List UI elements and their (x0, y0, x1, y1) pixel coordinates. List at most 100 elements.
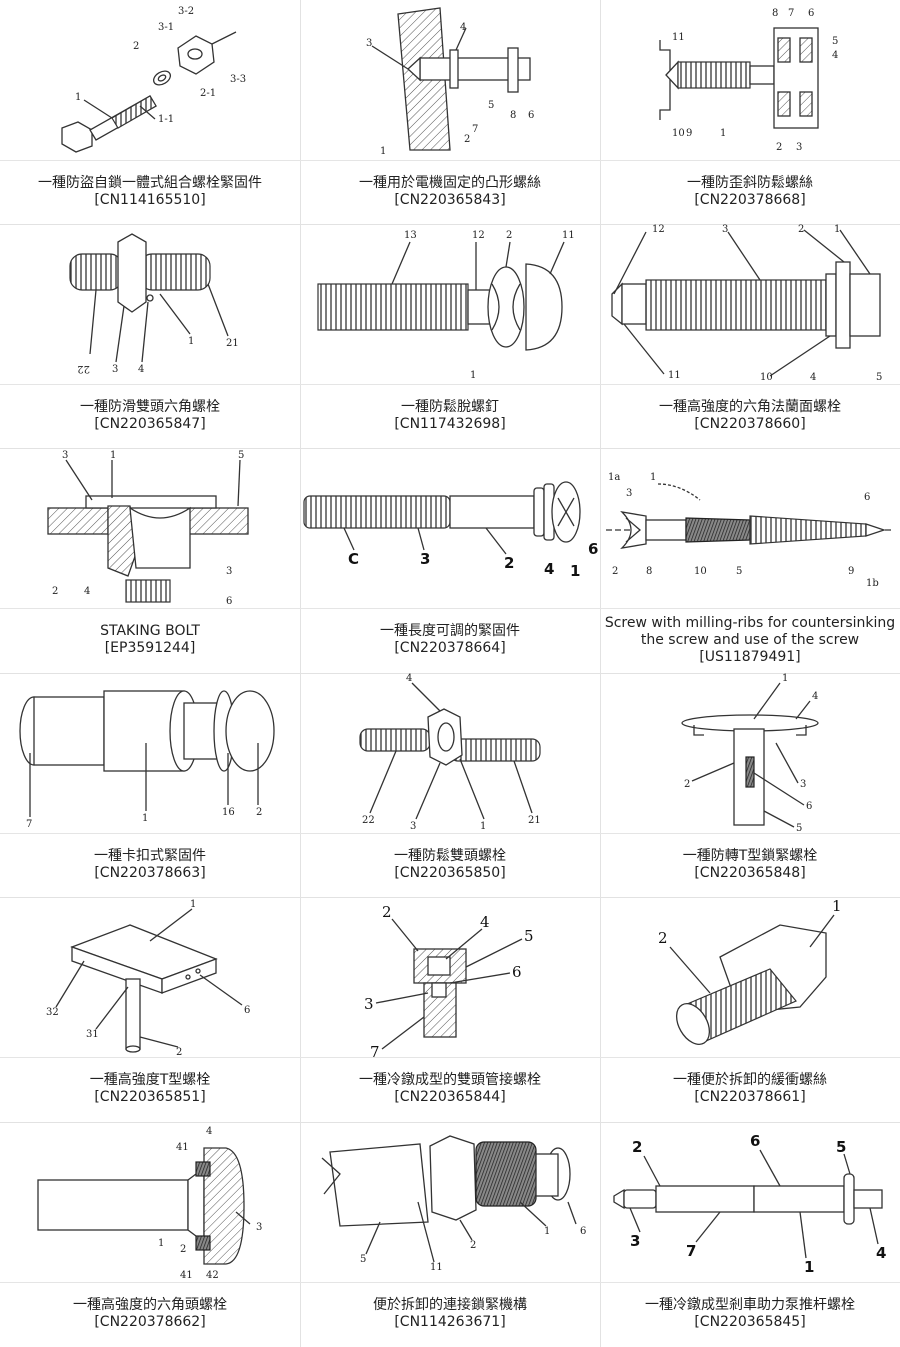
patent-title: 一種用於電機固定的凸形螺絲 (359, 175, 541, 192)
patent-drawing: 1 32 31 6 2 (0, 897, 300, 1058)
patent-number: [CN220378661] (694, 1089, 805, 1106)
patent-card[interactable]: 13 12 2 11 1 一種防鬆脫螺釘 [CN117432698] (300, 224, 600, 448)
patent-drawing: 1 2 (600, 897, 900, 1058)
patent-card[interactable]: 4 22 3 1 21 一種防鬆雙頭螺栓 [CN220365850] (300, 673, 600, 897)
part-label: 10 (760, 372, 773, 383)
patent-drawing: 12 3 2 1 11 10 4 5 (600, 224, 900, 385)
patent-card[interactable]: 7 1 16 2 一種卡扣式緊固件 [CN220378663] (0, 673, 300, 897)
patent-card[interactable]: 3-2 3-1 2 3-3 2-1 1 1-1 一種防盜自鎖一體式組合螺栓緊固件… (0, 0, 300, 224)
patent-title: 一種高強度T型螺栓 (90, 1072, 211, 1089)
part-label: 2 (256, 807, 262, 818)
patent-caption: 一種防盜自鎖一體式組合螺栓緊固件 [CN114165510] (0, 160, 300, 224)
patent-caption: STAKING BOLT [EP3591244] (0, 608, 300, 672)
patent-number: [CN220365851] (94, 1089, 205, 1106)
part-label: 6 (580, 1226, 586, 1237)
patent-title: 一種高強度的六角頭螺栓 (73, 1297, 227, 1314)
patent-card[interactable]: C 3 2 4 1 6 一種長度可調的緊固件 [CN220378664] (300, 448, 600, 673)
patent-title: 一種防盜自鎖一體式組合螺栓緊固件 (38, 175, 262, 192)
part-label: 2 (382, 903, 392, 921)
part-label: 2 (133, 41, 139, 52)
part-label: 7 (370, 1043, 380, 1057)
part-label: 1 (158, 1238, 164, 1249)
patent-caption: 一種防滑雙頭六角螺栓 [CN220365847] (0, 384, 300, 448)
part-label: 2 (176, 1047, 182, 1057)
part-label: 1 (832, 897, 842, 915)
patent-card[interactable]: 8 7 6 5 4 11 10 9 1 2 3 一種防歪斜防鬆螺絲 [CN220… (600, 0, 900, 224)
part-label: 6 (226, 596, 232, 607)
patent-drawing: 2 6 5 3 7 1 4 (600, 1122, 900, 1283)
patent-card[interactable]: 2 4 5 6 3 7 一種冷鐓成型的雙頭管接螺栓 [CN220365844] (300, 897, 600, 1122)
part-label: 6 (864, 492, 870, 503)
patent-card[interactable]: 4 41 3 1 2 41 42 一種高強度的六角頭螺栓 [CN22037866… (0, 1122, 300, 1347)
part-label: 3-1 (158, 22, 174, 33)
patent-number: [US11879491] (699, 649, 800, 666)
part-label: 2 (798, 224, 804, 235)
part-label: 4 (480, 913, 490, 931)
part-label: 7 (686, 1242, 696, 1260)
patent-number: [CN220365845] (694, 1314, 805, 1331)
patent-card[interactable]: 1 32 31 6 2 一種高強度T型螺栓 [CN220365851] (0, 897, 300, 1122)
patent-drawing: 8 7 6 5 4 11 10 9 1 2 3 (600, 0, 900, 161)
patent-card[interactable]: 1 2 5 11 6 便於拆卸的連接鎖緊機構 [CN114263671] (300, 1122, 600, 1347)
patent-card[interactable]: 4 3 5 8 6 7 2 1 一種用於電機固定的凸形螺絲 [CN2203658… (300, 0, 600, 224)
part-label: 31 (86, 1029, 99, 1040)
patent-number: [CN220365844] (394, 1089, 505, 1106)
part-label: 8 (510, 110, 516, 121)
part-label: 6 (244, 1005, 250, 1016)
part-label: 2 (506, 230, 512, 241)
patent-number: [CN114263671] (394, 1314, 505, 1331)
part-label: 6 (528, 110, 534, 121)
patent-card[interactable]: 22 3 4 1 21 一種防滑雙頭六角螺栓 [CN220365847] (0, 224, 300, 448)
part-label: 3 (796, 142, 802, 153)
part-label: 4 (206, 1126, 212, 1137)
part-label: 4 (876, 1244, 886, 1262)
part-label: 4 (460, 22, 466, 33)
part-label: 11 (562, 230, 575, 241)
patent-title: 一種高強度的六角法蘭面螺栓 (659, 399, 841, 416)
patent-title: 一種便於拆卸的緩衝螺絲 (673, 1072, 827, 1089)
patent-drawing: 4 22 3 1 21 (300, 673, 600, 834)
patent-caption: 一種防歪斜防鬆螺絲 [CN220378668] (600, 160, 900, 224)
patent-number: [CN114165510] (94, 192, 205, 209)
part-label: 4 (810, 372, 816, 383)
patent-card[interactable]: 1 2 一種便於拆卸的緩衝螺絲 [CN220378661] (600, 897, 900, 1122)
part-label: 11 (668, 370, 681, 381)
patent-card[interactable]: 12 3 2 1 11 10 4 5 一種高強度的六角法蘭面螺栓 [CN2203… (600, 224, 900, 448)
part-label: 2 (504, 554, 514, 572)
part-label: 4 (138, 364, 144, 375)
part-label: 3-3 (230, 74, 246, 85)
part-label: 1a (608, 472, 620, 483)
patent-card[interactable]: 3 1 5 2 4 3 6 STAKING BOLT [EP3591244] (0, 448, 300, 673)
patent-title: STAKING BOLT (100, 623, 200, 640)
part-label: 2 (470, 1240, 476, 1251)
part-label: 3-2 (178, 6, 194, 17)
part-label: 42 (206, 1270, 219, 1281)
part-label: 2-1 (200, 88, 216, 99)
part-label: 21 (528, 815, 541, 826)
part-label: 5 (836, 1138, 846, 1156)
part-label: 5 (524, 927, 534, 945)
patent-drawing: 22 3 4 1 21 (0, 224, 300, 385)
patent-drawing: 2 4 5 6 3 7 (300, 897, 600, 1058)
patent-drawing: 4 3 5 8 6 7 2 1 (300, 0, 600, 161)
part-label: 5 (488, 100, 494, 111)
patent-card[interactable]: 1a 1 3 6 2 8 10 5 9 1b Screw with millin… (600, 448, 900, 673)
part-label: 4 (84, 586, 90, 597)
patent-title: 一種冷鐓成型的雙頭管接螺栓 (359, 1072, 541, 1089)
patent-drawing: 1a 1 3 6 2 8 10 5 9 1b (600, 448, 900, 609)
patent-card[interactable]: 2 6 5 3 7 1 4 一種冷鐓成型剎車助力泵推杆螺栓 [CN2203658… (600, 1122, 900, 1347)
patent-caption: 一種高強度的六角頭螺栓 [CN220378662] (0, 1282, 300, 1346)
part-label: 3 (62, 450, 68, 461)
part-label: 1 (804, 1258, 814, 1276)
patent-card[interactable]: 1 4 2 3 6 5 一種防轉T型鎖緊螺栓 [CN220365848] (600, 673, 900, 897)
part-label: 1 (110, 450, 116, 461)
part-label: 22 (77, 363, 90, 374)
part-label: 7 (788, 8, 794, 19)
part-label: 2 (52, 586, 58, 597)
part-label: 41 (180, 1270, 193, 1281)
part-label: 22 (362, 815, 375, 826)
part-label: 9 (848, 566, 854, 577)
patent-drawing: 3 1 5 2 4 3 6 (0, 448, 300, 609)
part-label: 1 (188, 336, 194, 347)
